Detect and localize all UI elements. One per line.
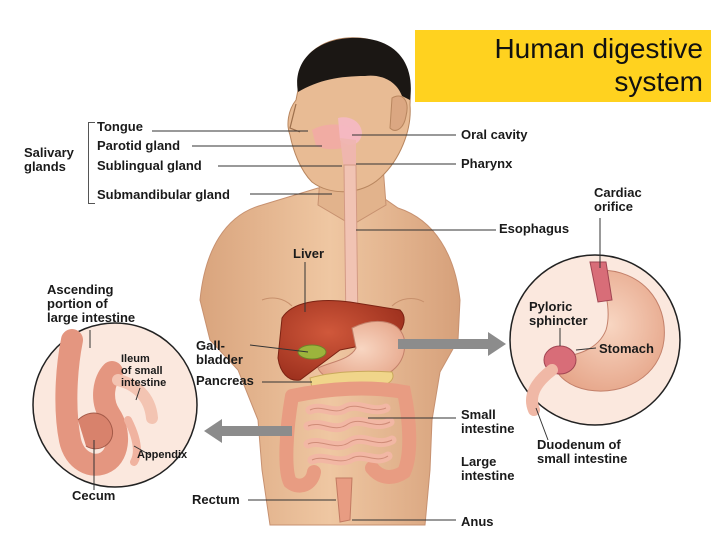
human-figure	[199, 37, 461, 526]
title-box: Human digestive system	[415, 30, 711, 102]
label-tongue: Tongue	[97, 119, 143, 134]
title-line-2: system	[614, 66, 703, 97]
label-esophagus: Esophagus	[499, 221, 570, 236]
gallbladder-shape	[297, 344, 327, 360]
large-intestine-shape	[279, 381, 417, 493]
label-salivary-line-2: glands	[24, 159, 66, 174]
label-parotid-gland: Parotid gland	[97, 138, 181, 153]
label-sublingual-gland: Sublingual gland	[97, 158, 202, 173]
label-gallbladder-line-1: Gall-	[196, 338, 225, 353]
label-ascending-portion: Ascending portion of large intestine	[47, 283, 135, 325]
label-ileum-line-2: of small	[121, 365, 163, 377]
ileum-shape	[112, 374, 158, 424]
label-anus: Anus	[461, 514, 494, 529]
salivary-bracket	[88, 122, 95, 204]
label-small-intestine-line-1: Small	[461, 407, 496, 422]
label-salivary-glands: Salivary glands	[24, 146, 74, 174]
label-appendix: Appendix	[137, 449, 188, 461]
label-liver: Liver	[293, 246, 325, 261]
leader-lines	[89, 130, 601, 521]
arrow-right	[398, 332, 506, 356]
label-oral-cavity: Oral cavity	[461, 127, 528, 142]
label-duodenum-line-2: small intestine	[537, 451, 628, 466]
appendix-shape	[124, 416, 141, 466]
label-submandibular-gland: Submandibular gland	[97, 187, 230, 202]
label-small-intestine-line-2: intestine	[461, 421, 515, 436]
liver-shape	[277, 300, 405, 381]
zoom-arrows	[204, 332, 506, 443]
label-large-intestine-line-2: intestine	[461, 468, 515, 483]
label-ascending-line-2: portion of	[47, 296, 108, 311]
cardiac-orifice-shape	[589, 261, 613, 303]
pharynx-shape	[340, 138, 356, 170]
stomach-detail-shape	[553, 269, 665, 392]
label-rectum: Rectum	[192, 492, 240, 507]
duodenum-shape	[526, 364, 558, 416]
label-ileum: Ileum of small intestine	[121, 353, 166, 389]
label-duodenum: Duodenum of small intestine	[537, 438, 627, 466]
label-ascending-line-1: Ascending	[47, 282, 114, 297]
label-ileum-line-3: intestine	[121, 377, 167, 389]
inset-stomach	[509, 254, 681, 426]
label-gallbladder-line-2: bladder	[196, 352, 243, 367]
cecum-detail	[77, 412, 114, 450]
organs	[277, 300, 417, 523]
label-cardiac-line-2: orifice	[594, 199, 634, 214]
label-pyloric-line-1: Pyloric	[529, 299, 573, 314]
label-salivary-line-1: Salivary	[24, 145, 74, 160]
title-line-1: Human digestive	[494, 33, 703, 64]
arrow-left	[204, 419, 292, 443]
nipple-line	[261, 297, 425, 307]
label-stomach: Stomach	[599, 341, 654, 356]
small-intestine-detail	[307, 405, 393, 462]
label-gallbladder: Gall- bladder	[196, 339, 243, 367]
label-pancreas: Pancreas	[196, 373, 254, 388]
hair	[297, 37, 411, 100]
label-ileum-line-1: Ileum	[121, 353, 150, 365]
label-duodenum-line-1: Duodenum of	[537, 437, 621, 452]
label-cardiac-line-1: Cardiac	[594, 185, 642, 200]
label-large-intestine-line-1: Large	[461, 454, 497, 469]
label-pyloric-line-2: sphincter	[529, 313, 588, 328]
label-small-intestine: Small intestine	[461, 408, 514, 436]
ascending-colon-shape	[55, 329, 128, 476]
salivary-gland-shape	[338, 117, 362, 145]
rectum-shape	[335, 477, 353, 523]
label-ascending-line-3: large intestine	[47, 310, 136, 325]
label-cardiac-orifice: Cardiac orifice	[594, 186, 642, 214]
label-pyloric-sphincter: Pyloric sphincter	[529, 300, 588, 328]
label-large-intestine: Large intestine	[461, 455, 514, 483]
label-pharynx: Pharynx	[461, 156, 513, 171]
label-cecum: Cecum	[72, 488, 116, 503]
inset-large-intestine	[32, 322, 198, 488]
ear	[389, 95, 408, 131]
